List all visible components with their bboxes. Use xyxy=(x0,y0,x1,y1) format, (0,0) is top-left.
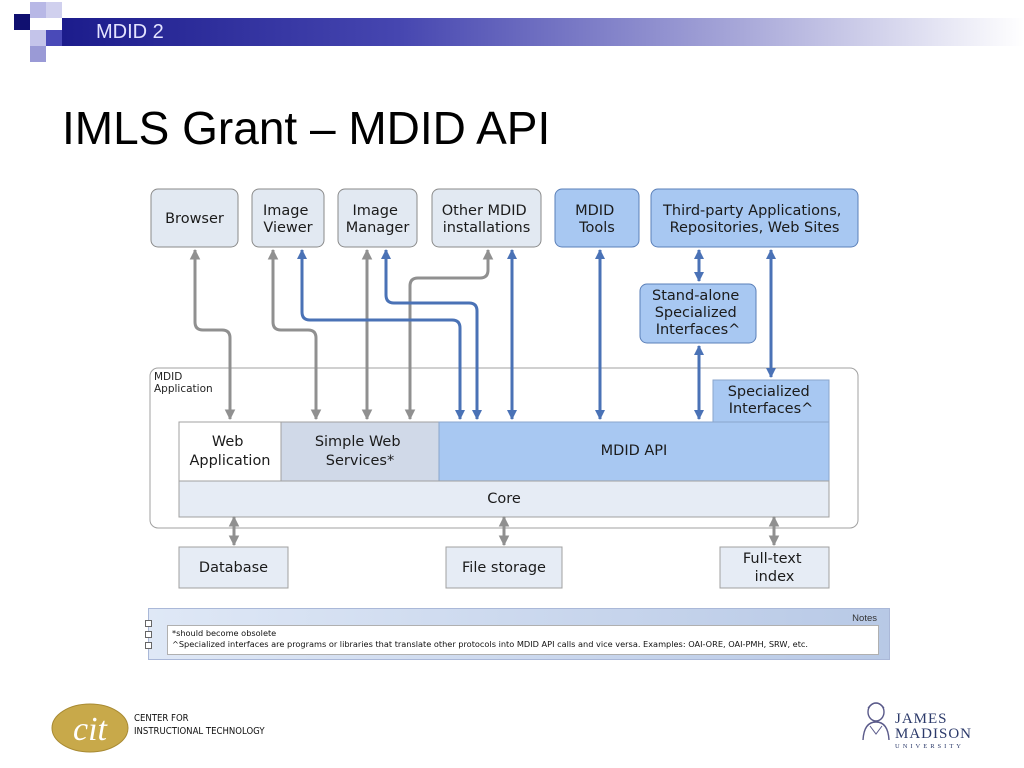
jmu-name: JAMES MADISON UNIVERSITY xyxy=(895,712,972,751)
resize-handle xyxy=(145,642,152,649)
other-mdid-box: Other MDID installations xyxy=(431,188,542,248)
web-application-box: Web Application xyxy=(178,421,282,482)
svg-text:File storage: File storage xyxy=(462,560,546,576)
image-manager-box: Image Manager xyxy=(337,188,418,248)
third-party-box: Third-party Applications, Repositories, … xyxy=(650,188,859,248)
decor-square xyxy=(30,46,46,62)
svg-text:Image Viewer: Image Viewer xyxy=(263,203,313,236)
svg-text:Third-party Applications,: Third-party Applications, Repositories, … xyxy=(662,203,846,236)
svg-text:Other MDID installatio: Other MDID installations xyxy=(442,203,532,236)
decor-square xyxy=(14,14,30,30)
browser-box: Browser xyxy=(150,188,239,248)
standalone-interfaces-box: Stand-alone Specialized Interfaces^ xyxy=(639,283,757,344)
header-bar xyxy=(62,18,1024,46)
mdid-tools-box: MDID Tools xyxy=(554,188,640,248)
jmu-line: MADISON xyxy=(895,726,973,742)
note-line: ^Specialized interfaces are programs or … xyxy=(172,639,809,649)
file-storage-box: File storage xyxy=(445,546,563,589)
svg-text:Full-text index: Full-text index xyxy=(743,551,806,585)
cit-line: CENTER FOR xyxy=(134,713,189,724)
svg-text:MDID Tools: MDID Tools xyxy=(575,203,619,236)
svg-text:cit: cit xyxy=(73,711,109,748)
specialized-interfaces-box: Specialized Interfaces^ xyxy=(712,379,830,423)
svg-text:Database: Database xyxy=(199,560,268,576)
decor-square xyxy=(46,30,62,46)
jmu-line: JAMES xyxy=(895,711,948,727)
svg-text:Simple Web Services*: Simple Web Services* xyxy=(315,434,405,469)
cit-logo: cit xyxy=(51,703,129,753)
cit-name: CENTER FOR INSTRUCTIONAL TECHNOLOGY xyxy=(134,712,265,738)
simple-web-services-box: Simple Web Services* xyxy=(280,421,440,482)
manager-api-connector xyxy=(380,248,483,421)
notes-text-box: *should become obsolete ^Specialized int… xyxy=(167,625,879,655)
mdid-api-box: MDID API xyxy=(438,421,830,482)
core-box: Core xyxy=(178,480,830,518)
note-line: *should become obsolete xyxy=(172,628,277,638)
jmu-bust-icon xyxy=(862,702,890,741)
decor-square xyxy=(30,30,46,46)
jmu-line: UNIVERSITY xyxy=(895,743,964,750)
svg-text:Stand-alone Specialize: Stand-alone Specialized Interfaces^ xyxy=(652,288,744,338)
fulltext-index-box: Full-text index xyxy=(719,546,830,589)
decor-square xyxy=(30,2,46,18)
slide-title: IMLS Grant – MDID API xyxy=(62,102,551,154)
notes-label: Notes xyxy=(852,613,877,624)
browser-webapp-connector xyxy=(189,248,236,421)
resize-handle xyxy=(145,620,152,627)
resize-handle xyxy=(145,631,152,638)
svg-text:Core: Core xyxy=(487,491,521,507)
header-brand: MDID 2 xyxy=(96,21,164,43)
svg-text:Web Application: Web Application xyxy=(189,434,270,469)
cit-line: INSTRUCTIONAL TECHNOLOGY xyxy=(134,726,265,737)
database-box: Database xyxy=(178,546,289,589)
decor-square xyxy=(46,2,62,18)
image-viewer-box: Image Viewer xyxy=(251,188,325,248)
svg-text:MDID API: MDID API xyxy=(601,443,668,459)
notes-panel: Notes *should become obsolete ^Specializ… xyxy=(145,608,890,660)
svg-text:Specialized Interfaces: Specialized Interfaces^ xyxy=(728,384,815,417)
svg-text:Image Manager: Image Manager xyxy=(346,203,410,236)
svg-text:Browser: Browser xyxy=(165,211,224,227)
